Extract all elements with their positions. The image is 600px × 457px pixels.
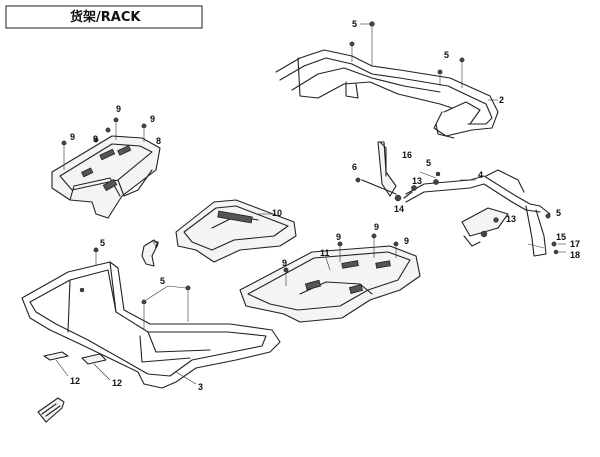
- front-rack-frame: [21, 247, 281, 389]
- callout-5: 5: [100, 238, 105, 248]
- callout-15: 15: [556, 232, 566, 242]
- callout-16: 16: [402, 150, 412, 160]
- rear-rack-frame: [275, 21, 499, 139]
- callout-9: 9: [150, 114, 155, 124]
- diagram-title: 货架/RACK: [70, 9, 141, 25]
- callout-17: 17: [570, 239, 580, 249]
- callout-9: 9: [282, 258, 287, 268]
- callout-9: 9: [116, 104, 121, 114]
- callout-5: 5: [352, 19, 357, 29]
- callout-9: 9: [70, 132, 75, 142]
- support-bracket-assembly: [355, 141, 566, 257]
- callout-4: 4: [478, 170, 483, 180]
- front-cargo-box: [51, 117, 161, 219]
- callout-18: 18: [570, 250, 580, 260]
- title-box: 货架/RACK: [5, 5, 203, 29]
- direction-arrow: [37, 397, 65, 423]
- callout-5: 5: [160, 276, 165, 286]
- callout-8: 8: [156, 136, 161, 146]
- callout-9: 9: [374, 222, 379, 232]
- rear-floor-panel: [239, 233, 421, 323]
- callout-6: 6: [352, 162, 357, 172]
- center-panel: [175, 199, 297, 263]
- callout-13: 13: [412, 176, 422, 186]
- callout-12: 12: [70, 376, 80, 386]
- callout-9: 9: [336, 232, 341, 242]
- callout-14: 14: [394, 204, 404, 214]
- callout-5: 5: [426, 158, 431, 168]
- callout-13: 13: [506, 214, 516, 224]
- small-bracket: [141, 239, 159, 267]
- callout-5: 5: [556, 208, 561, 218]
- callout-9: 9: [93, 134, 98, 144]
- callout-9: 9: [404, 236, 409, 246]
- callout-10: 10: [272, 208, 282, 218]
- callout-labels: 5 5 2 9 9 9 9 8 16 6 5 13 14 4 7 10 13 5…: [70, 19, 580, 392]
- callout-2: 2: [499, 95, 504, 105]
- callout-5: 5: [444, 50, 449, 60]
- reflectors: [43, 351, 111, 381]
- callout-7: 7: [154, 240, 159, 250]
- callout-3: 3: [198, 382, 203, 392]
- callout-11: 11: [320, 248, 330, 258]
- callout-12: 12: [112, 378, 122, 388]
